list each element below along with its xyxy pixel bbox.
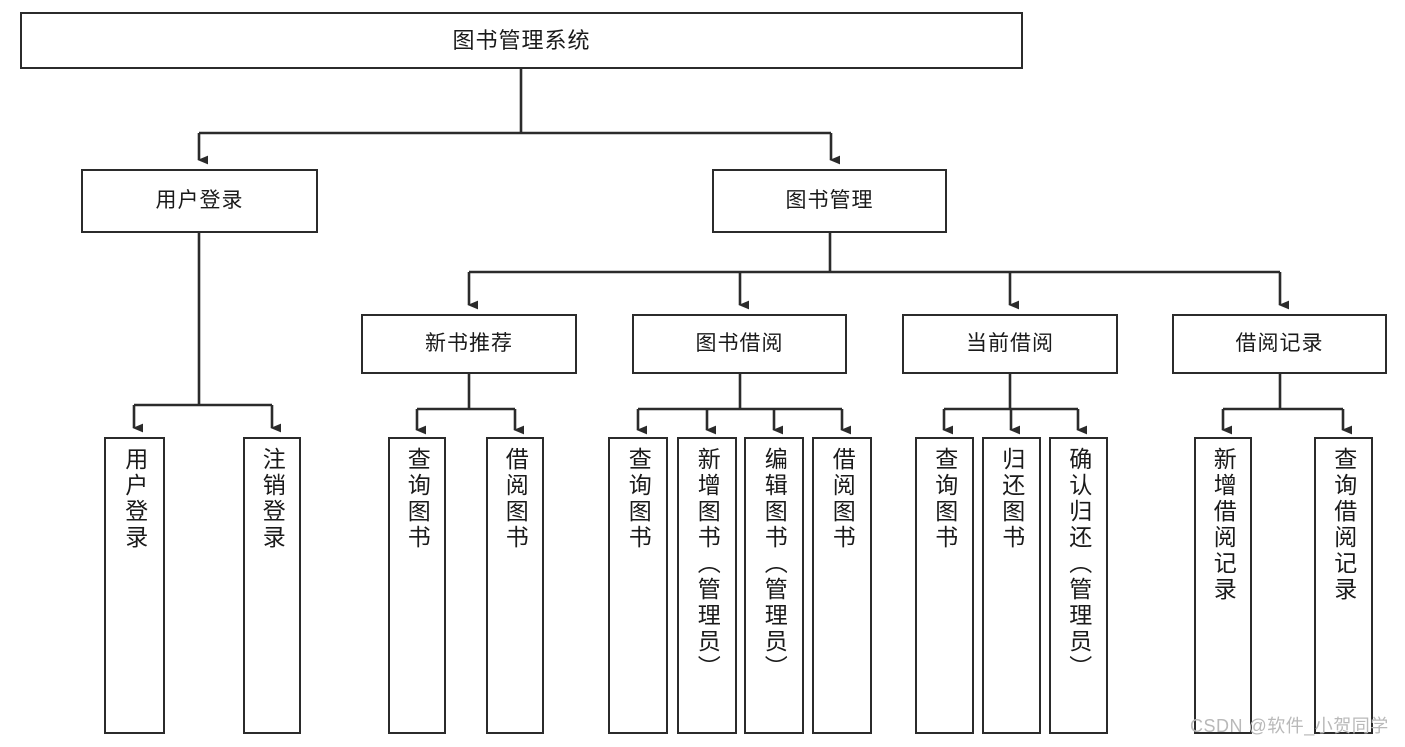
node-label: 编辑图书（管理员） <box>761 447 788 681</box>
node-current-borrow[interactable]: 当前借阅 <box>902 314 1118 374</box>
node-leaf-user-login[interactable]: 用户登录 <box>104 437 165 734</box>
node-label: 查询借阅记录 <box>1330 447 1357 603</box>
node-label: 注销登录 <box>259 447 286 551</box>
node-label: 确认归还（管理员） <box>1065 447 1092 681</box>
node-label: 用户登录 <box>121 447 148 551</box>
node-label: 图书管理 <box>785 188 874 212</box>
node-label: 用户登录 <box>155 188 244 212</box>
node-label: 归还图书 <box>998 447 1025 551</box>
node-label: 新增图书（管理员） <box>694 447 721 681</box>
node-label: 当前借阅 <box>966 331 1054 355</box>
node-label: 新增借阅记录 <box>1210 447 1237 603</box>
node-label: 借阅记录 <box>1235 331 1324 355</box>
node-user-login[interactable]: 用户登录 <box>81 169 318 233</box>
node-label: 查询图书 <box>931 447 958 551</box>
csdn-watermark: CSDN @软件_小贺同学 <box>1190 716 1389 736</box>
node-book-borrow[interactable]: 图书借阅 <box>632 314 847 374</box>
node-leaf-query-book-1[interactable]: 查询图书 <box>388 437 446 734</box>
node-leaf-add-borrow-record[interactable]: 新增借阅记录 <box>1194 437 1252 734</box>
node-label: 借阅图书 <box>502 447 529 551</box>
node-label: 图书管理系统 <box>452 27 591 53</box>
node-leaf-query-book-2[interactable]: 查询图书 <box>608 437 668 734</box>
node-leaf-user-logout[interactable]: 注销登录 <box>243 437 301 734</box>
node-leaf-add-book-admin[interactable]: 新增图书（管理员） <box>677 437 737 734</box>
node-leaf-query-book-3[interactable]: 查询图书 <box>915 437 974 734</box>
node-label: 借阅图书 <box>829 447 856 551</box>
node-label: 查询图书 <box>404 447 431 551</box>
node-leaf-borrow-book-2[interactable]: 借阅图书 <box>812 437 872 734</box>
node-label: 图书借阅 <box>695 331 784 355</box>
node-borrow-record[interactable]: 借阅记录 <box>1172 314 1387 374</box>
node-leaf-confirm-return-admin[interactable]: 确认归还（管理员） <box>1049 437 1108 734</box>
node-new-book-recommend[interactable]: 新书推荐 <box>361 314 577 374</box>
node-label: 查询图书 <box>625 447 652 551</box>
node-leaf-query-borrow-record[interactable]: 查询借阅记录 <box>1314 437 1373 734</box>
node-leaf-edit-book-admin[interactable]: 编辑图书（管理员） <box>744 437 804 734</box>
node-leaf-borrow-book-1[interactable]: 借阅图书 <box>486 437 544 734</box>
node-leaf-return-book[interactable]: 归还图书 <box>982 437 1041 734</box>
node-book-manage[interactable]: 图书管理 <box>712 169 947 233</box>
node-root-system[interactable]: 图书管理系统 <box>20 12 1023 69</box>
node-label: 新书推荐 <box>425 331 513 355</box>
